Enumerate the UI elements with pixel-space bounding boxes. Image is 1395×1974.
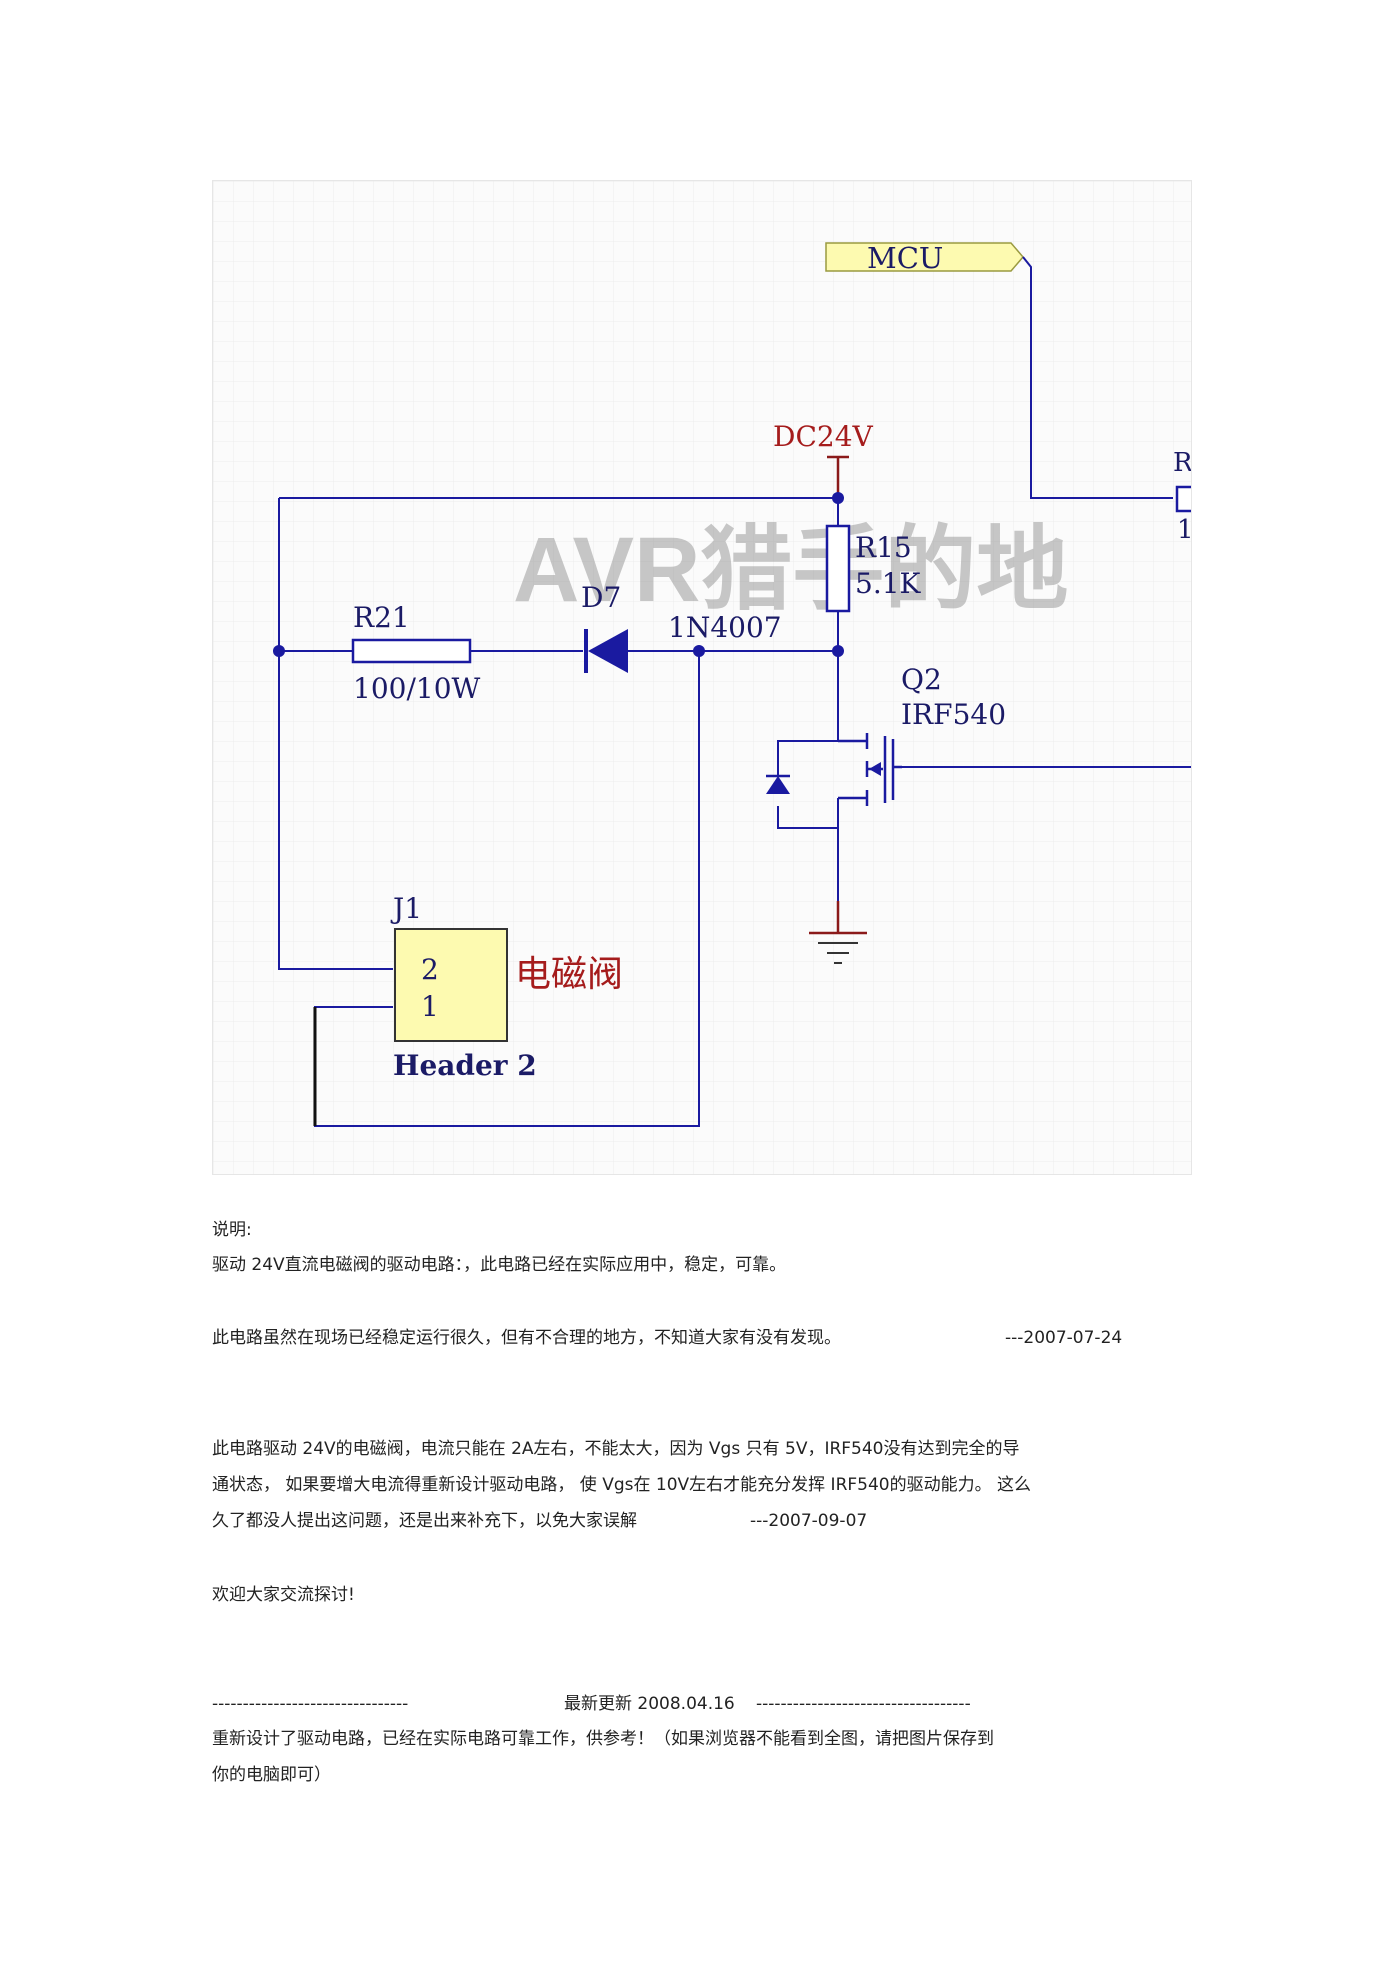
divider-right: ----------------------------------- — [756, 1694, 971, 1714]
divider-left: -------------------------------- — [212, 1694, 409, 1714]
r21-name: R21 — [353, 601, 410, 634]
header-j1: J1 2 1 Header 2 电磁阀 — [390, 892, 623, 1082]
diode-d7: D7 1N4007 — [581, 581, 782, 673]
resistor-partial-value: 1 — [1177, 515, 1191, 545]
notes-date-1: ---2007-07-24 — [1005, 1328, 1123, 1348]
notes-line-3: 此电路虽然在现场已经稳定运行很久，但有不合理的地方，不知道大家有没有发现。 — [212, 1328, 841, 1348]
j1-pin1: 1 — [421, 990, 439, 1023]
resistor-r15: R15 5.1K — [825, 524, 922, 613]
j1-value: Header 2 — [393, 1049, 537, 1082]
mosfet-q2: Q2 IRF540 — [766, 663, 1006, 806]
resistor-partial-name: R — [1173, 448, 1191, 478]
ground-symbol — [809, 901, 867, 964]
update-label: 最新更新 2008.04.16 — [564, 1694, 735, 1714]
notes-line-9: 你的电脑即可） — [212, 1765, 331, 1785]
schematic-svg: MCU R 1 DC24V AVR猎手的地 — [213, 181, 1191, 1174]
schematic-figure: MCU R 1 DC24V AVR猎手的地 — [212, 180, 1192, 1175]
r21-value: 100/10W — [353, 672, 481, 705]
notes-line-4: 此电路驱动 24V的电磁阀，电流只能在 2A左右，不能太大，因为 Vgs 只有 … — [212, 1439, 1020, 1459]
mcu-port: MCU — [825, 241, 1024, 275]
notes-heading: 说明: — [212, 1220, 252, 1240]
notes-line-6: 久了都没人提出这问题，还是出来补充下，以免大家误解 — [212, 1511, 637, 1531]
notes-line-7: 欢迎大家交流探讨! — [212, 1585, 355, 1605]
q2-value: IRF540 — [901, 698, 1006, 731]
notes-line-8: 重新设计了驱动电路，已经在实际电路可靠工作，供参考！（如果浏览器不能看到全图，请… — [212, 1729, 994, 1749]
j1-name: J1 — [390, 892, 422, 925]
watermark: AVR猎手的地 — [513, 519, 1068, 621]
notes-line-2: 驱动 24V直流电磁阀的驱动电路：，此电路已经在实际应用中，稳定，可靠。 — [212, 1255, 787, 1275]
notes-date-2: ---2007-09-07 — [750, 1511, 868, 1531]
resistor-partial: R 1 — [1173, 448, 1191, 545]
power-dc24v: DC24V — [773, 420, 874, 498]
d7-value: 1N4007 — [668, 611, 782, 644]
mcu-label: MCU — [867, 241, 943, 275]
valve-label: 电磁阀 — [515, 954, 623, 995]
resistor-r21: R21 100/10W — [351, 601, 481, 705]
r15-name: R15 — [855, 531, 912, 564]
q2-name: Q2 — [901, 663, 942, 696]
junctions — [273, 492, 844, 657]
notes-line-5: 通状态， 如果要增大电流得重新设计驱动电路， 使 Vgs在 10V左右才能充分发… — [212, 1475, 1032, 1495]
dc24v-label: DC24V — [773, 420, 874, 453]
d7-name: D7 — [581, 581, 621, 614]
j1-pin2: 2 — [421, 953, 439, 986]
r15-value: 5.1K — [855, 567, 922, 600]
mcu-wire — [1022, 256, 1173, 499]
